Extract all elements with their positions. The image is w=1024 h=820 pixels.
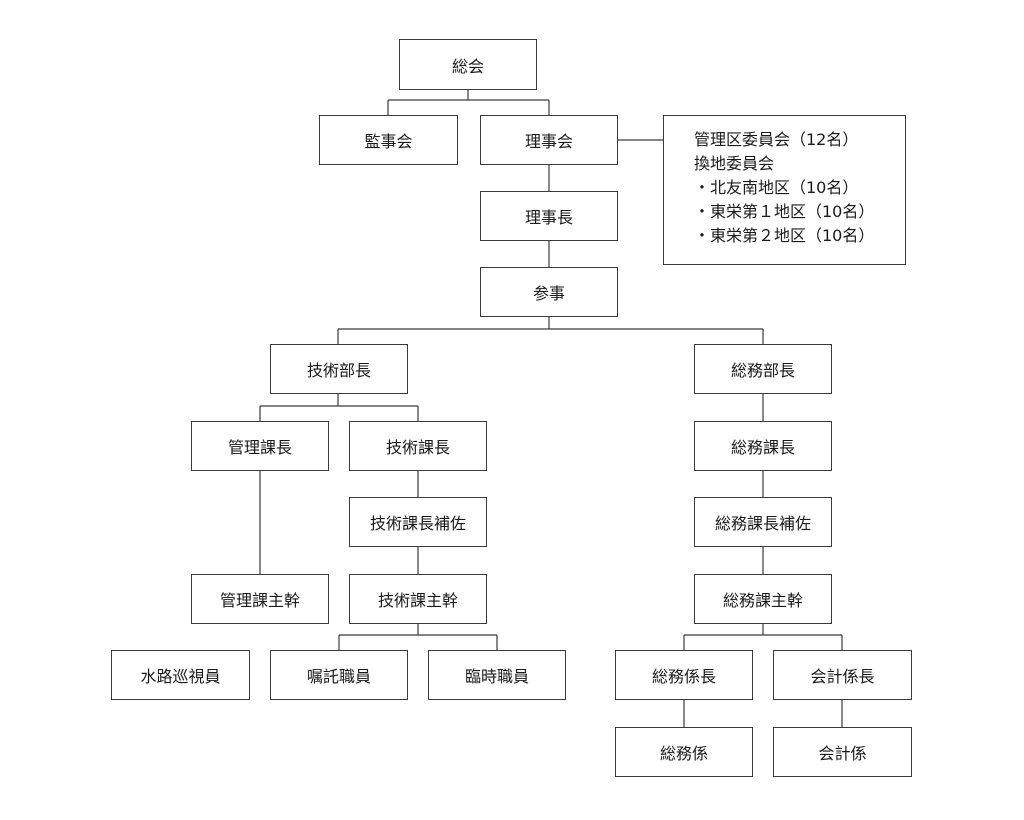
committee-line-4: ・東栄第１地区（10名） xyxy=(694,202,875,221)
box-somu-kakaricho: 総務係長 xyxy=(615,650,753,700)
box-soukai: 総会 xyxy=(399,39,537,90)
box-kanri-kacho: 管理課長 xyxy=(191,421,329,471)
box-somu-bucho: 総務部長 xyxy=(694,344,832,394)
box-shokutaku-shokuin: 嘱託職員 xyxy=(270,650,408,700)
box-somu-kakari: 総務係 xyxy=(615,727,753,777)
box-gijutsu-kacho-hosa: 技術課長補佐 xyxy=(349,497,487,547)
box-rijikai: 理事会 xyxy=(480,115,618,165)
box-sanji: 参事 xyxy=(480,267,618,317)
committee-line-5: ・東栄第２地区（10名） xyxy=(694,226,875,245)
box-suiro-junshiin: 水路巡視員 xyxy=(111,650,250,700)
box-somu-kacho: 総務課長 xyxy=(694,421,832,471)
committees-box: 管理区委員会（12名） 換地委員会 ・北友南地区（10名） ・東栄第１地区（10… xyxy=(663,115,906,265)
box-kaikei-kakaricho: 会計係長 xyxy=(773,650,912,700)
committee-line-2: 換地委員会 xyxy=(694,154,775,173)
committee-line-1: 管理区委員会（12名） xyxy=(694,130,859,149)
box-gijutsu-ka-shukan: 技術課主幹 xyxy=(349,574,487,624)
box-rijicho: 理事長 xyxy=(480,191,618,241)
box-gijutsu-bucho: 技術部長 xyxy=(270,344,408,394)
box-somu-kacho-hosa: 総務課長補佐 xyxy=(694,497,832,547)
box-kanri-ka-shukan: 管理課主幹 xyxy=(191,574,329,624)
box-kansakai: 監事会 xyxy=(319,115,458,165)
committee-line-3: ・北友南地区（10名） xyxy=(694,178,859,197)
box-rinji-shokuin: 臨時職員 xyxy=(428,650,566,700)
box-somu-ka-shukan: 総務課主幹 xyxy=(694,574,832,624)
box-kaikei-kakari: 会計係 xyxy=(773,727,912,777)
box-gijutsu-kacho: 技術課長 xyxy=(349,421,487,471)
